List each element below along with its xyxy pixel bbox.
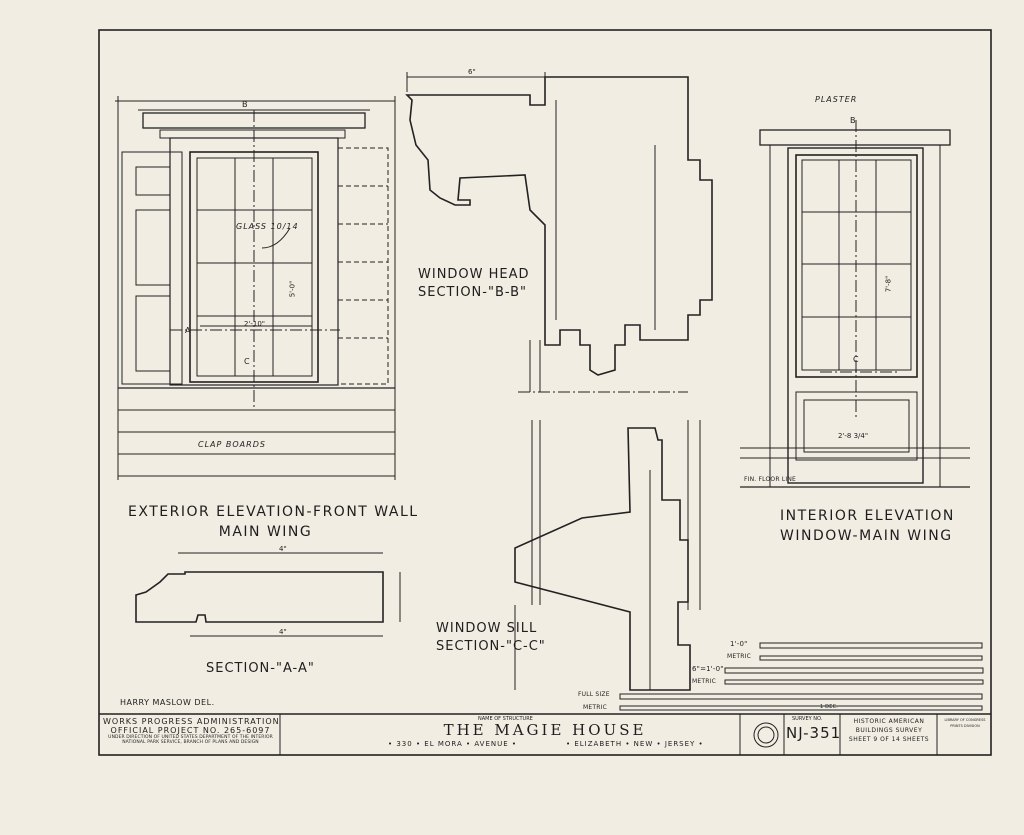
section-a-title: SECTION-"A-A" xyxy=(206,661,315,676)
window-head-dim-top: 6" xyxy=(468,68,476,76)
section-a-dim-top: 4" xyxy=(279,545,287,553)
habs-line2: BUILDINGS SURVEY xyxy=(855,727,923,734)
sheet-border xyxy=(98,29,992,756)
glass-note-text: GLASS xyxy=(236,222,267,231)
title-block-frame xyxy=(99,713,991,755)
exterior-elevation-drawing xyxy=(115,96,396,480)
window-head-title-line1: WINDOW HEAD xyxy=(418,267,530,282)
window-sill-title: WINDOW SILL SECTION-"C-C" xyxy=(436,620,546,656)
window-head-section xyxy=(405,72,713,393)
sheet-number: SHEET 9 OF 14 SHEETS xyxy=(848,736,930,743)
exterior-width-dim: 2'-10" xyxy=(244,320,266,328)
habs-block: HISTORIC AMERICAN BUILDINGS SURVEY SHEET… xyxy=(842,717,936,744)
habs-line1: HISTORIC AMERICAN xyxy=(853,718,925,725)
exterior-elevation-title-line2: MAIN WING xyxy=(218,524,313,540)
glass-note: GLASS 10/14 xyxy=(236,222,299,231)
glass-size-text: 10/14 xyxy=(270,222,299,231)
scale2-label: 6"=1'-0" xyxy=(692,665,724,673)
exterior-height-dim: 5'-0" xyxy=(288,280,297,298)
structure-name: THE MAGIE HOUSE xyxy=(443,721,647,739)
fullsize-metric-label: METRIC xyxy=(583,704,607,711)
survey-number: NJ-351 xyxy=(786,724,842,742)
agency-line2: OFFICIAL PROJECT NO. 265-6097 xyxy=(110,726,271,735)
interior-elevation-title-line1: INTERIOR ELEVATION xyxy=(780,508,955,524)
delineator-credit: HARRY MASLOW DEL. xyxy=(120,698,215,707)
fullsize-label: FULL SIZE xyxy=(578,691,610,698)
agency-line4: NATIONAL PARK SERVICE, BRANCH OF PLANS A… xyxy=(122,740,259,745)
interior-elevation-drawing xyxy=(740,120,970,488)
agency-line3: UNDER DIRECTION OF UNITED STATES DEPARTM… xyxy=(108,735,273,740)
clapboards-note: CLAP BOARDS xyxy=(198,440,266,449)
address-line: • 330 • EL MORA • AVENUE • xyxy=(388,740,518,748)
loc-stamp: LIBRARY OF CONGRESS PRINTS DIVISION xyxy=(940,717,990,729)
loc-line2: PRINTS DIVISION xyxy=(950,724,980,728)
interior-width-dim: 2'-8 3/4" xyxy=(838,432,869,440)
interior-elevation-title-line2: WINDOW-MAIN WING xyxy=(780,528,953,544)
window-sill-title-line2: SECTION-"C-C" xyxy=(436,639,546,654)
graphic-scales xyxy=(619,642,984,711)
scale1-metric-label: METRIC xyxy=(727,653,751,660)
city-line: • ELIZABETH • NEW • JERSEY • xyxy=(566,740,704,748)
window-sill-title-line1: WINDOW SILL xyxy=(436,621,538,636)
agency-line1: WORKS PROGRESS ADMINISTRATION xyxy=(103,717,280,726)
section-a-dim-bottom: 4" xyxy=(279,628,287,636)
survey-caption: SURVEY NO. xyxy=(792,716,823,722)
exterior-marker-c: C xyxy=(244,357,251,366)
interior-height-dim: 7'-8" xyxy=(884,275,893,293)
window-head-title: WINDOW HEAD SECTION-"B-B" xyxy=(418,266,530,302)
agency-block: WORKS PROGRESS ADMINISTRATION OFFICIAL P… xyxy=(103,717,280,745)
interior-marker-c: C xyxy=(853,355,860,364)
floor-line-note: FIN. FLOOR LINE xyxy=(744,476,797,483)
exterior-marker-b: B xyxy=(242,100,248,109)
plaster-note: PLASTER xyxy=(815,95,858,104)
structure-caption: NAME OF STRUCTURE xyxy=(478,716,533,722)
window-sill-section xyxy=(514,420,701,691)
interior-elevation-title: INTERIOR ELEVATION WINDOW-MAIN WING xyxy=(780,506,955,546)
interior-marker-b: B xyxy=(850,116,856,125)
exterior-elevation-title: EXTERIOR ELEVATION-FRONT WALL MAIN WING xyxy=(128,502,419,542)
scale1-label: 1'-0" xyxy=(730,640,748,648)
decimeter-label: 1 DEC. xyxy=(820,704,839,710)
section-a-drawing xyxy=(135,552,401,637)
window-head-title-line2: SECTION-"B-B" xyxy=(418,285,527,300)
exterior-elevation-title-line1: EXTERIOR ELEVATION-FRONT WALL xyxy=(128,504,419,520)
loc-line1: LIBRARY OF CONGRESS xyxy=(944,718,986,722)
scale2-metric-label: METRIC xyxy=(692,678,716,685)
exterior-marker-a: A xyxy=(185,326,191,335)
